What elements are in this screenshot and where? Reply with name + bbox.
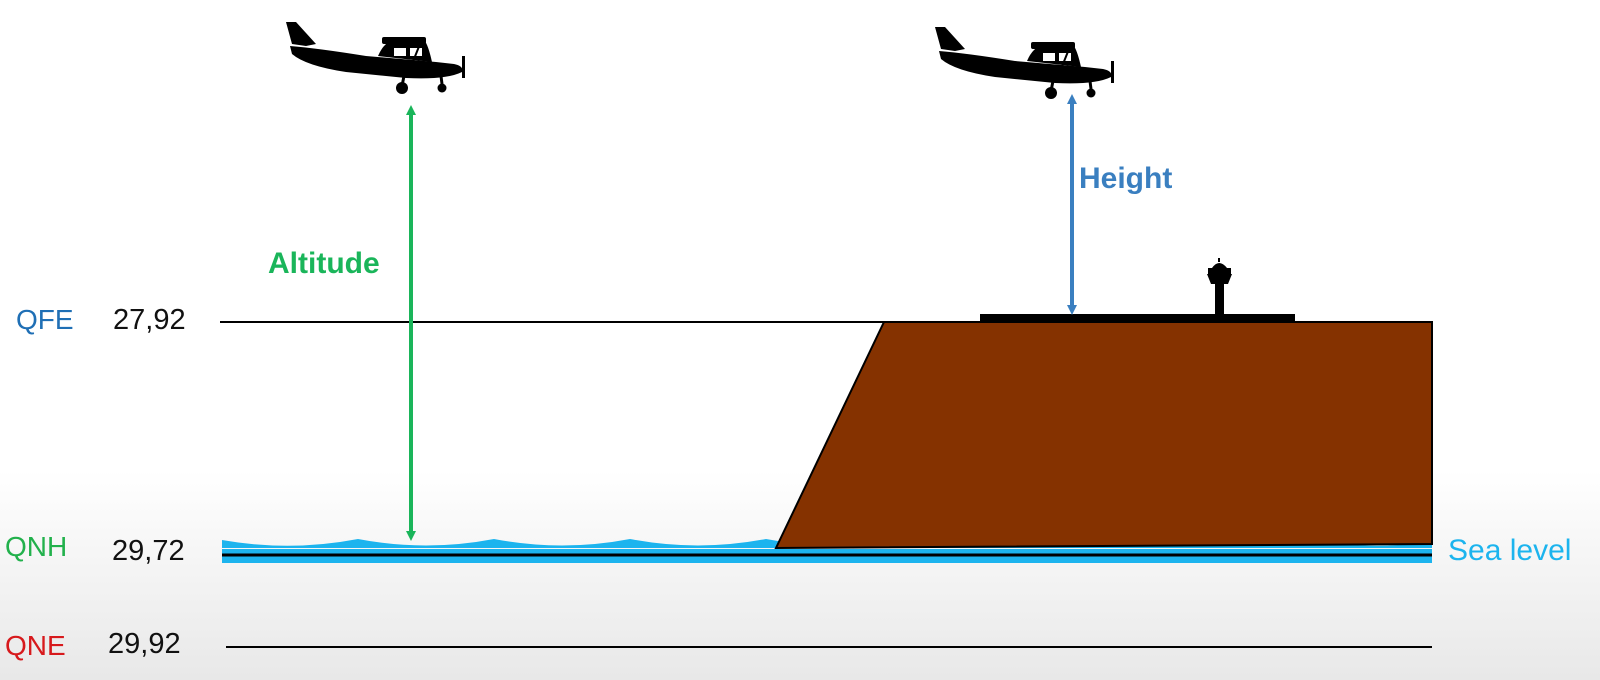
qfe-code-label: QFE bbox=[16, 304, 74, 335]
control-tower-icon bbox=[1207, 258, 1232, 316]
sea-level-label: Sea level bbox=[1448, 534, 1572, 567]
qne-value: 29,92 bbox=[108, 628, 181, 660]
qne-code-label: QNE bbox=[5, 630, 66, 661]
terrain bbox=[774, 321, 1433, 550]
altitude-label: Altitude bbox=[268, 247, 380, 280]
qnh-code-label: QNH bbox=[5, 531, 68, 562]
runway bbox=[980, 314, 1295, 322]
airplane-icon bbox=[933, 25, 1116, 101]
height-label: Height bbox=[1079, 162, 1173, 195]
airplane-icon bbox=[284, 20, 467, 96]
qnh-value: 29,72 bbox=[112, 535, 185, 567]
qfe-value: 27,92 bbox=[113, 304, 186, 336]
